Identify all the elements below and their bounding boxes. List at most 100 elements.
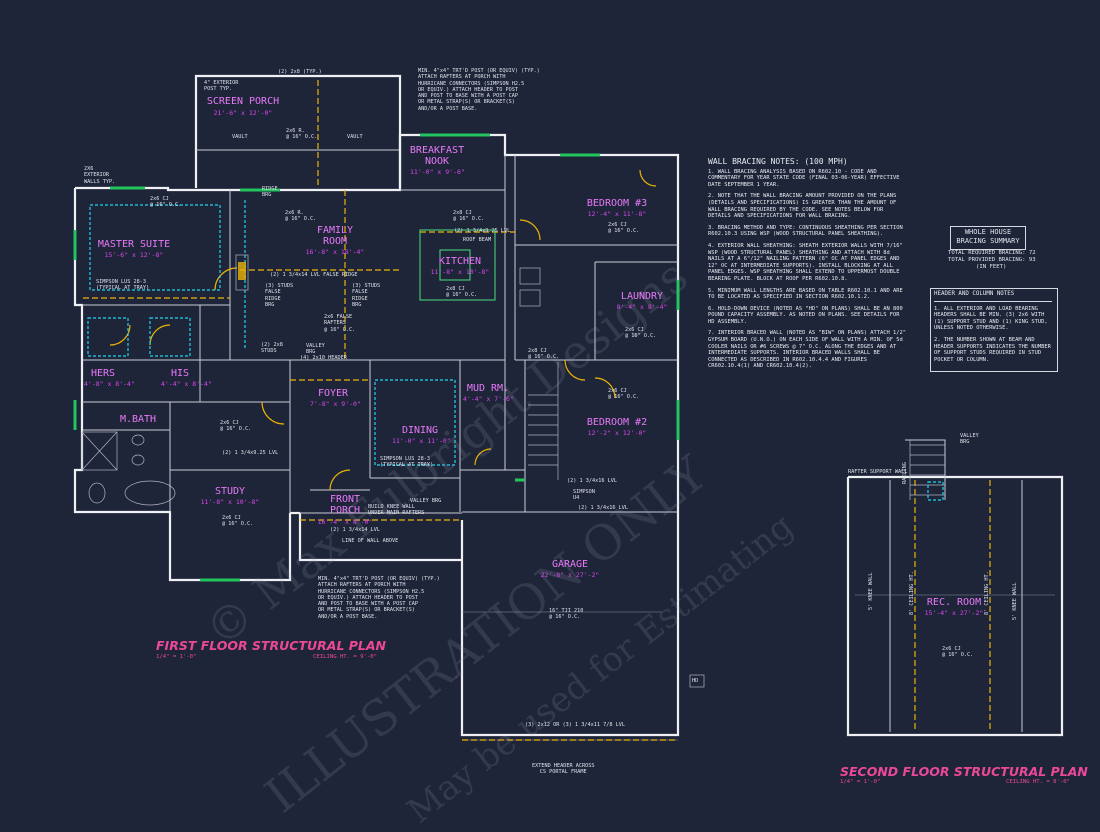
- room-kitchen: KITCHEN: [438, 256, 482, 267]
- callout-simpson-u4: SIMPSON U4: [573, 489, 595, 502]
- room-garage: GARAGE: [551, 559, 589, 570]
- second-ceiling-ht-right: 8' CEILING HT.: [984, 571, 990, 615]
- callout-studs-false-ridge-2: (3) STUDS FALSE RIDGE BRG: [352, 283, 381, 308]
- room-laundry-dims: 8'-4" x 8'-4": [616, 303, 668, 311]
- callout-dining-simpson: SIMPSON LUS 28-3 (TYPICAL AT TRAY): [380, 456, 434, 469]
- room-bedroom-3-dims: 12'-4" x 11'-8": [587, 210, 647, 218]
- room-master-suite: MASTER SUITE: [97, 239, 171, 250]
- second-floor-scale: 1/4" = 1'-0": [840, 779, 881, 785]
- room-garage-dims: 22'-8" x 27'-2": [540, 571, 600, 579]
- callout-garage-header: (3) 2x12 OR (3) 1 3/4x11 7/8 LVL: [525, 722, 625, 728]
- room-breakfast-nook: BREAKFAST NOOK: [409, 145, 465, 167]
- callout-garage-lvl-2: (2) 1 3/4x16 LVL: [578, 505, 628, 511]
- room-study: STUDY: [214, 486, 246, 497]
- wall-bracing-note-6: 6. HOLD-DOWN DEVICE (NOTED AS "HD" ON PL…: [708, 305, 903, 325]
- callout-hd: HD: [692, 678, 699, 684]
- room-bedroom-3: BEDROOM #3: [586, 198, 648, 209]
- whole-house-required: TOTAL REQUIRED BRACING: 72: [948, 250, 1036, 256]
- callout-garage-lvl-1: (2) 1 3/4x16 LVL: [567, 478, 617, 484]
- callout-simpson-master: SIMPSON LUS 28-3 (TYPICAL AT TRAY): [96, 279, 150, 292]
- callout-family-rafters: 2x6 R. @ 16" O.C.: [285, 210, 317, 223]
- callout-kitchen-cj-2: 2x8 CJ @ 16" O.C.: [528, 348, 560, 361]
- room-his: HIS: [170, 368, 190, 379]
- wall-bracing-note-7: 7. INTERIOR BRACED WALL (NOTED AS "BIW" …: [708, 330, 906, 370]
- callout-bed2-cj: 2x6 CJ @ 16" O.C.: [608, 388, 640, 401]
- room-bedroom-2: BEDROOM #2: [586, 417, 648, 428]
- callout-ext-post: 4" EXTERIOR POST TYP.: [204, 80, 239, 93]
- callout-laundry-cj: 2x6 CJ @ 16" O.C.: [625, 327, 657, 340]
- first-floor-ceiling: CEILING HT. = 9'-0": [313, 654, 377, 660]
- room-front-porch: FRONT PORCH: [329, 494, 361, 516]
- callout-kitchen-cj: 2x8 CJ @ 16" O.C.: [446, 286, 478, 299]
- callout-valley-brg-2: VALLEY BRG: [410, 498, 442, 504]
- header-column-note-2: 2. THE NUMBER SHOWN AT BEAM AND HEADER S…: [934, 336, 1051, 363]
- callout-ridge-brg: RIDGE BRG: [262, 186, 278, 199]
- callout-vault-right: VAULT: [347, 134, 363, 140]
- room-rec-room: REC. ROOM: [926, 597, 982, 608]
- callout-false-rafters: 2x6 FALSE RAFTERS @ 16" O.C.: [324, 314, 356, 333]
- wall-bracing-notes: WALL BRACING NOTES: (100 MPH) 1. WALL BR…: [708, 157, 906, 370]
- callout-study-cj: 2x6 CJ @ 16" O.C.: [222, 515, 254, 528]
- second-knee-wall-right: 5' KNEE WALL: [1012, 582, 1018, 620]
- room-laundry: LAUNDRY: [620, 291, 664, 302]
- room-his-dims: 4'-4" x 8'-4": [161, 380, 212, 388]
- second-valley-brg: VALLEY BRG: [960, 433, 979, 446]
- callout-post-note-bottom: MIN. 4"x4" TRT'D POST (OR EQUIV) (TYP.) …: [318, 576, 440, 620]
- first-floor-title: FIRST FLOOR STRUCTURAL PLAN: [156, 638, 387, 653]
- callout-top-header: (2) 2x8 (TYP.): [278, 69, 322, 75]
- whole-house-units: (IN FEET): [976, 264, 1007, 270]
- room-kitchen-dims: 11'-8" x 10'-8": [430, 268, 490, 276]
- callout-extend-header: EXTEND HEADER ACROSS CS PORTAL FRAME: [532, 763, 595, 776]
- callout-kitchen-lvl: (2) 1 3/4x9.25 LVL: [454, 228, 511, 234]
- room-dining: DINING: [401, 425, 439, 436]
- second-railing: RAILING: [902, 462, 908, 484]
- wall-bracing-note-1: 1. WALL BRACING ANALYSIS BASED ON R602.1…: [708, 168, 900, 188]
- whole-house-bracing-title: WHOLE HOUSE BRACING SUMMARY: [956, 228, 1020, 245]
- callout-master-cj: 2x6 CJ @ 16" O.C.: [150, 196, 182, 209]
- second-ceiling-joist: 2x6 CJ @ 16" O.C.: [942, 646, 974, 659]
- second-rafter-support: RAFTER SUPPORT WALL: [848, 469, 908, 475]
- second-floor-title: SECOND FLOOR STRUCTURAL PLAN: [840, 764, 1088, 779]
- room-bedroom-2-dims: 12'-2" x 12'-0": [587, 429, 647, 437]
- whole-house-provided: TOTAL PROVIDED BRACING: 93: [948, 257, 1036, 263]
- header-column-title: HEADER AND COLUMN NOTES: [934, 291, 1052, 302]
- header-column-note-1: 1. ALL EXTERIOR AND LOAD BEARING HEADERS…: [934, 305, 1048, 332]
- wall-bracing-note-5: 5. MINIMUM WALL LENGTHS ARE BASED ON TAB…: [708, 287, 903, 301]
- callout-line-wall-above: LINE OF WALL ABOVE: [342, 538, 399, 544]
- room-family-room: FAMILY ROOM: [316, 225, 354, 247]
- room-family-room-dims: 16'-8" x 18'-4": [305, 248, 365, 256]
- callout-studs-false-ridge: (3) STUDS FALSE RIDGE BRG: [265, 283, 294, 308]
- callout-ext-walls: 2X6 EXTERIOR WALLS TYP.: [84, 166, 116, 185]
- callout-mbath-header: (2) 1 3/4x9.25 LVL: [222, 450, 279, 456]
- second-floor-ceiling: CEILING HT. = 8'-0": [1006, 779, 1070, 785]
- room-screen-porch-dims: 21'-6" x 12'-0": [213, 109, 273, 117]
- callout-porch-rafters: 2x6 R. @ 16" O.C.: [286, 128, 318, 141]
- callout-header-2x10: (4) 2x10 HEADER: [300, 355, 347, 361]
- second-ceiling-ht-left: 8' CEILING HT.: [909, 571, 915, 615]
- room-screen-porch: SCREEN PORCH: [206, 96, 280, 107]
- wall-bracing-title: WALL BRACING NOTES: (100 MPH): [708, 157, 848, 166]
- room-mud-rm: MUD RM.: [466, 383, 510, 394]
- header-column-notes: HEADER AND COLUMN NOTES 1. ALL EXTERIOR …: [934, 291, 1052, 363]
- room-foyer: FOYER: [317, 388, 349, 399]
- room-breakfast-nook-dims: 11'-0" x 9'-6": [410, 168, 465, 176]
- room-study-dims: 11'-8" x 10'-8": [200, 498, 260, 506]
- room-front-porch-dims: 16'-4" x 8'-0": [317, 518, 373, 526]
- callout-valley-brg: VALLEY BRG: [306, 343, 325, 356]
- wall-bracing-note-3: 3. BRACING METHOD AND TYPE: CONTINUOUS S…: [708, 224, 903, 238]
- wall-bracing-note-4: 4. EXTERIOR WALL SHEATHING: SHEATH EXTER…: [708, 242, 903, 282]
- second-floor-walls: [846, 439, 1064, 737]
- room-mud-rm-dims: 4'-4" x 7'-6": [463, 395, 514, 403]
- room-rec-room-dims: 15'-4" x 27'-2": [924, 609, 984, 617]
- first-floor-scale: 1/4" = 1'-0": [156, 654, 197, 660]
- callout-studs-2x8: (2) 2x8 STUDS: [261, 342, 283, 355]
- callout-roof-beam: ROOF BEAM: [463, 237, 492, 243]
- room-master-suite-dims: 15'-6" x 12'-8": [104, 251, 164, 259]
- room-m-bath: M.BATH: [119, 414, 157, 425]
- room-hers: HERS: [90, 368, 116, 379]
- callout-lvl-ridge: (2) 1 3/4x14 LVL FALSE RIDGE: [270, 272, 358, 278]
- room-dining-dims: 11'-0" x 11'-0": [392, 437, 451, 445]
- header-column-notes-box: [930, 288, 1058, 372]
- second-knee-wall-left: 5' KNEE WALL: [868, 572, 874, 610]
